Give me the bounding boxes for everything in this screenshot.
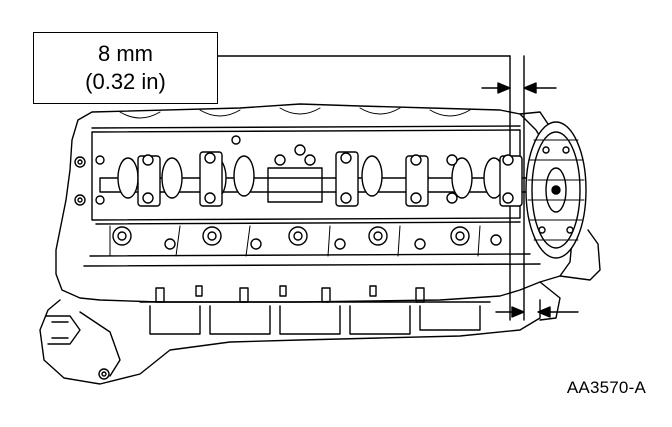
casting-ribs	[109, 107, 481, 257]
dimension-arrows-lower	[495, 306, 579, 318]
cap-bolts	[74, 135, 514, 206]
figure-id-label: AA3570-A	[566, 378, 646, 397]
cylinder-head-outline	[55, 103, 573, 303]
camshaft-deck	[91, 129, 521, 221]
front-cover-housing	[519, 111, 601, 281]
intake-manifold-flange	[39, 299, 541, 385]
exhaust-ports	[139, 301, 491, 335]
head-bolts	[112, 226, 502, 250]
measurement-callout: 8 mm (0.32 in)	[33, 32, 218, 104]
measurement-metric: 8 mm	[98, 41, 153, 66]
cam-lobes	[117, 155, 505, 199]
manifold-studs	[155, 285, 425, 303]
measurement-imperial: (0.32 in)	[85, 69, 166, 94]
camshaft-sprocket	[525, 121, 587, 259]
dimension-arrows-upper	[481, 82, 557, 94]
